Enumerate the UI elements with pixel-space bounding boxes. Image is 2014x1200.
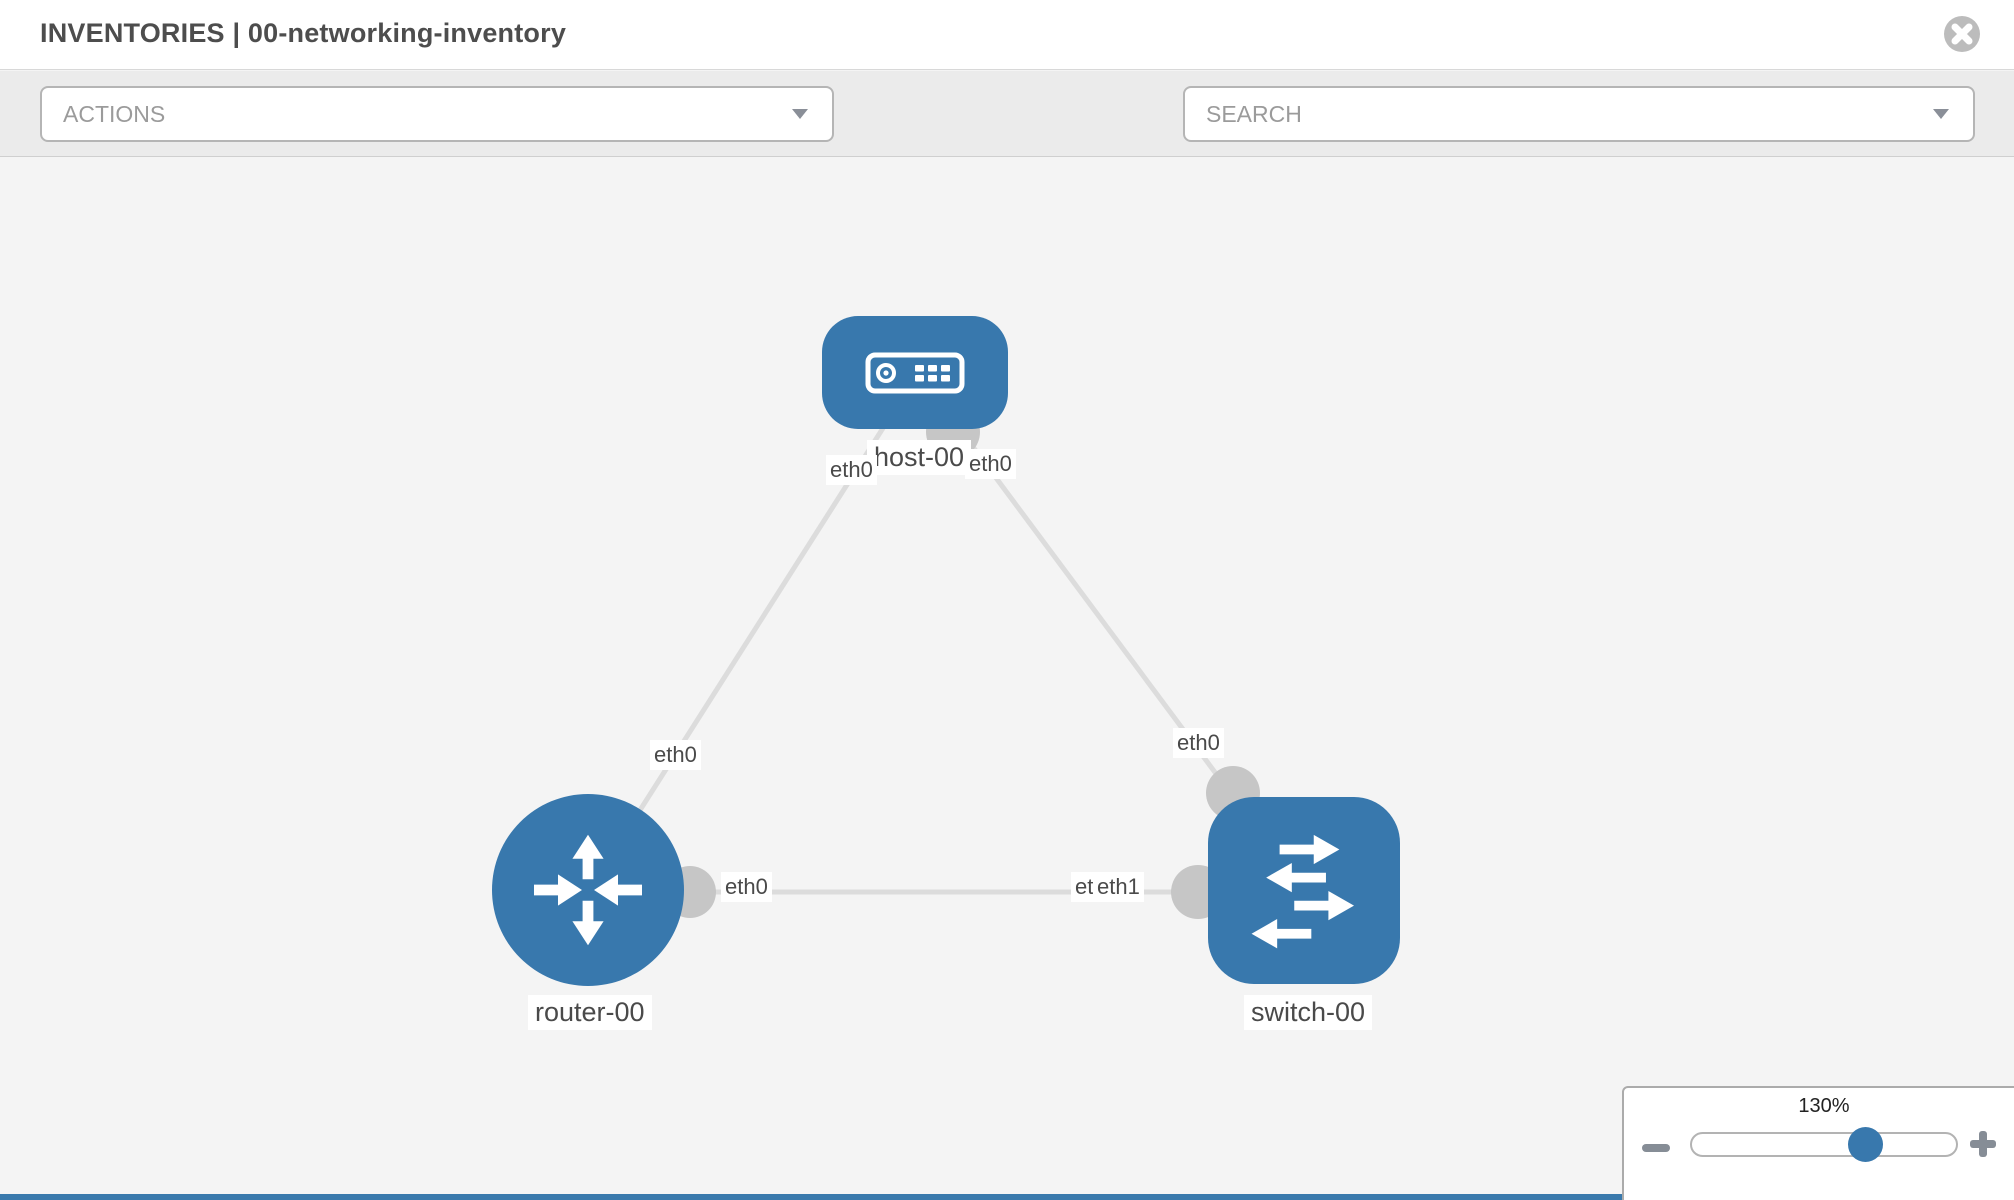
zoom-in-button[interactable]: [1970, 1131, 1996, 1157]
actions-dropdown-label: ACTIONS: [63, 100, 166, 127]
zoom-level: 130%: [1798, 1095, 1850, 1117]
chevron-down-icon: [792, 109, 808, 119]
close-icon: [1944, 16, 1980, 52]
zoom-slider-thumb[interactable]: [1848, 1127, 1883, 1162]
zoom-slider-track[interactable]: [1690, 1127, 1958, 1162]
actions-dropdown[interactable]: ACTIONS: [40, 86, 834, 142]
node-label-switch: switch-00: [1244, 995, 1373, 1030]
search-placeholder: SEARCH: [1206, 100, 1302, 127]
interface-label-router-lan: eth0: [721, 872, 772, 902]
interface-label-switch-uplink: eth0: [1173, 728, 1224, 758]
search-dropdown[interactable]: SEARCH: [1183, 86, 1975, 142]
host-icon: [865, 352, 965, 393]
node-host[interactable]: [822, 316, 1008, 429]
node-label-host: host-00: [867, 440, 972, 475]
interface-label-host-right: eth0: [965, 449, 1016, 479]
node-switch[interactable]: [1208, 797, 1400, 984]
node-label-router: router-00: [528, 995, 652, 1030]
page-title: INVENTORIES | 00-networking-inventory: [40, 18, 567, 48]
header: INVENTORIES | 00-networking-inventory: [0, 0, 2014, 70]
zoom-out-button[interactable]: [1642, 1135, 1670, 1159]
chevron-down-icon: [1933, 109, 1949, 119]
node-router[interactable]: [492, 794, 684, 986]
topology-canvas[interactable]: host-00 router-00 switch-00 eth0 eth0 et…: [0, 158, 2014, 1200]
topology-links: [585, 371, 1307, 919]
switch-icon: [1251, 834, 1355, 948]
zoom-panel: 130%: [1622, 1086, 2014, 1200]
footer-strip: [0, 1194, 1622, 1200]
interface-label-router-uplink: eth0: [650, 740, 701, 770]
toolbar: ACTIONS SEARCH: [0, 71, 2014, 202]
close-button[interactable]: [1943, 15, 1981, 53]
interface-label-host-left: eth0: [826, 455, 877, 485]
interface-label-switch-lan: eth1: [1093, 872, 1144, 902]
router-icon: [534, 834, 642, 946]
